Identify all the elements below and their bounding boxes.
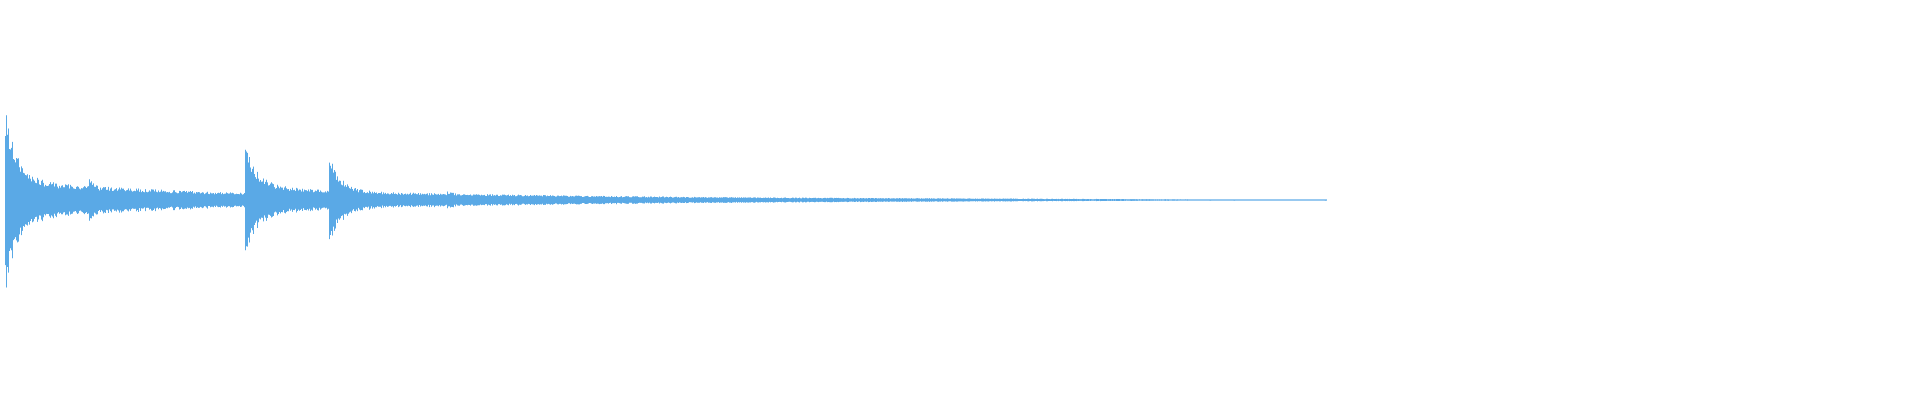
waveform-path [5, 115, 1327, 288]
waveform-tail-dot [1324, 199, 1327, 201]
waveform-tail-dot [1209, 199, 1212, 201]
waveform-tail-dot [1233, 199, 1236, 201]
waveform-bars [5, 115, 1327, 288]
